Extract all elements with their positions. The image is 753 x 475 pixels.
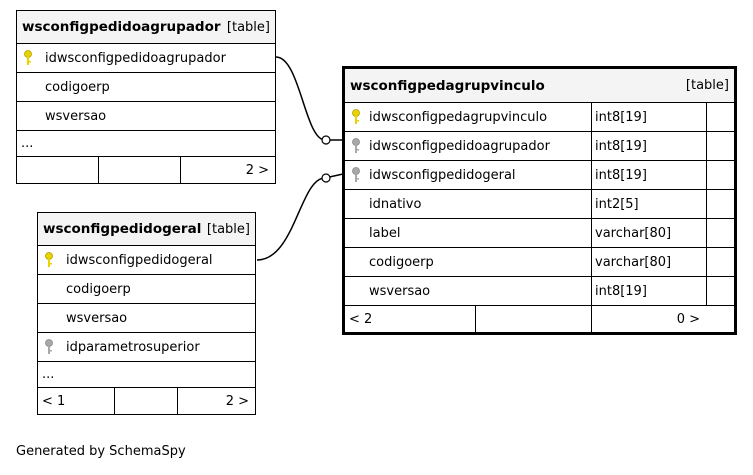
column-name: label — [369, 225, 401, 241]
table-kind-label: [table] — [206, 221, 250, 237]
primary-key-icon — [38, 252, 60, 268]
table-wsconfigpedagrupvinculo[interactable]: wsconfigpedagrupvinculo [table] idwsconf… — [342, 66, 737, 335]
column-name: idwsconfigpedagrupvinculo — [369, 109, 548, 125]
column-name: idwsconfigpedidoagrupador — [45, 50, 226, 66]
column-name: codigoerp — [66, 281, 131, 297]
column-name: idwsconfigpedidoagrupador — [369, 138, 550, 154]
column-row[interactable]: idparametrosuperior — [38, 333, 255, 362]
column-name: idnativo — [369, 196, 422, 212]
column-row[interactable]: idwsconfigpedidoagrupador int8[19] — [345, 132, 734, 161]
column-name: idwsconfigpedidogeral — [66, 252, 213, 268]
footer-spacer — [114, 388, 177, 414]
parents-count[interactable]: < 1 — [42, 393, 66, 409]
relation-agrupador-optional-marker — [321, 135, 331, 145]
column-row[interactable]: label varchar[80] — [345, 219, 734, 248]
table-header: wsconfigpedagrupvinculo [table] — [345, 69, 734, 103]
table-kind-label: [table] — [685, 78, 729, 93]
children-count[interactable]: 2 > — [177, 388, 255, 414]
table-kind-label: [table] — [226, 19, 270, 35]
column-row[interactable]: wsversao int8[19] — [345, 277, 734, 306]
column-type: varchar[80] — [591, 219, 706, 247]
column-name: codigoerp — [369, 254, 434, 270]
relation-agrupador-to-vinculo — [275, 56, 352, 141]
table-header: wsconfigpedidogeral [table] — [38, 213, 255, 246]
foreign-key-icon — [345, 138, 367, 154]
footer-spacer — [98, 157, 180, 183]
table-name: wsconfigpedidoagrupador — [22, 19, 221, 35]
column-row[interactable]: codigoerp varchar[80] — [345, 248, 734, 277]
table-header: wsconfigpedidoagrupador [table] — [17, 11, 275, 44]
primary-key-icon — [17, 50, 39, 66]
table-footer: < 1 2 > — [38, 388, 255, 414]
footer-spacer — [475, 306, 591, 332]
table-footer: < 2 0 > — [345, 306, 734, 332]
column-row[interactable]: idwsconfigpedagrupvinculo int8[19] — [345, 103, 734, 132]
column-row[interactable]: idnativo int2[5] — [345, 190, 734, 219]
more-columns-ellipsis: ... — [38, 362, 255, 388]
column-row[interactable]: wsversao — [17, 102, 275, 131]
foreign-key-icon — [38, 339, 60, 355]
column-name: wsversao — [45, 108, 107, 124]
column-row[interactable]: wsversao — [38, 304, 255, 333]
column-row[interactable]: codigoerp — [38, 275, 255, 304]
generated-by-caption: Generated by SchemaSpy — [16, 444, 186, 459]
table-wsconfigpedidoagrupador[interactable]: wsconfigpedidoagrupador [table] idwsconf… — [16, 10, 276, 184]
table-name: wsconfigpedagrupvinculo — [350, 77, 545, 94]
column-name: wsversao — [66, 310, 128, 326]
children-count[interactable]: 0 > — [591, 306, 706, 332]
column-row[interactable]: codigoerp — [17, 73, 275, 102]
column-name: codigoerp — [45, 79, 110, 95]
column-row[interactable]: idwsconfigpedidoagrupador — [17, 44, 275, 73]
column-type: int8[19] — [591, 103, 706, 131]
table-wsconfigpedidogeral[interactable]: wsconfigpedidogeral [table] idwsconfigpe… — [37, 212, 256, 415]
column-type: varchar[80] — [591, 248, 706, 276]
parents-count[interactable]: < 2 — [349, 311, 373, 327]
column-row[interactable]: idwsconfigpedidogeral int8[19] — [345, 161, 734, 190]
column-name: idwsconfigpedidogeral — [369, 167, 516, 183]
column-type: int2[5] — [591, 190, 706, 218]
table-footer: 2 > — [17, 157, 275, 183]
column-name: wsversao — [369, 283, 431, 299]
column-type: int8[19] — [591, 161, 706, 189]
more-columns-ellipsis: ... — [17, 131, 275, 157]
children-count[interactable]: 2 > — [180, 157, 275, 183]
column-row[interactable]: idwsconfigpedidogeral — [38, 246, 255, 275]
column-type: int8[19] — [591, 132, 706, 160]
table-name: wsconfigpedidogeral — [43, 221, 202, 237]
relation-geral-optional-marker — [321, 173, 331, 183]
column-type: int8[19] — [591, 277, 706, 305]
primary-key-icon — [345, 109, 367, 125]
column-name: idparametrosuperior — [66, 339, 200, 355]
relation-geral-to-vinculo — [256, 171, 353, 261]
foreign-key-icon — [345, 167, 367, 183]
parents-count[interactable] — [17, 157, 98, 183]
